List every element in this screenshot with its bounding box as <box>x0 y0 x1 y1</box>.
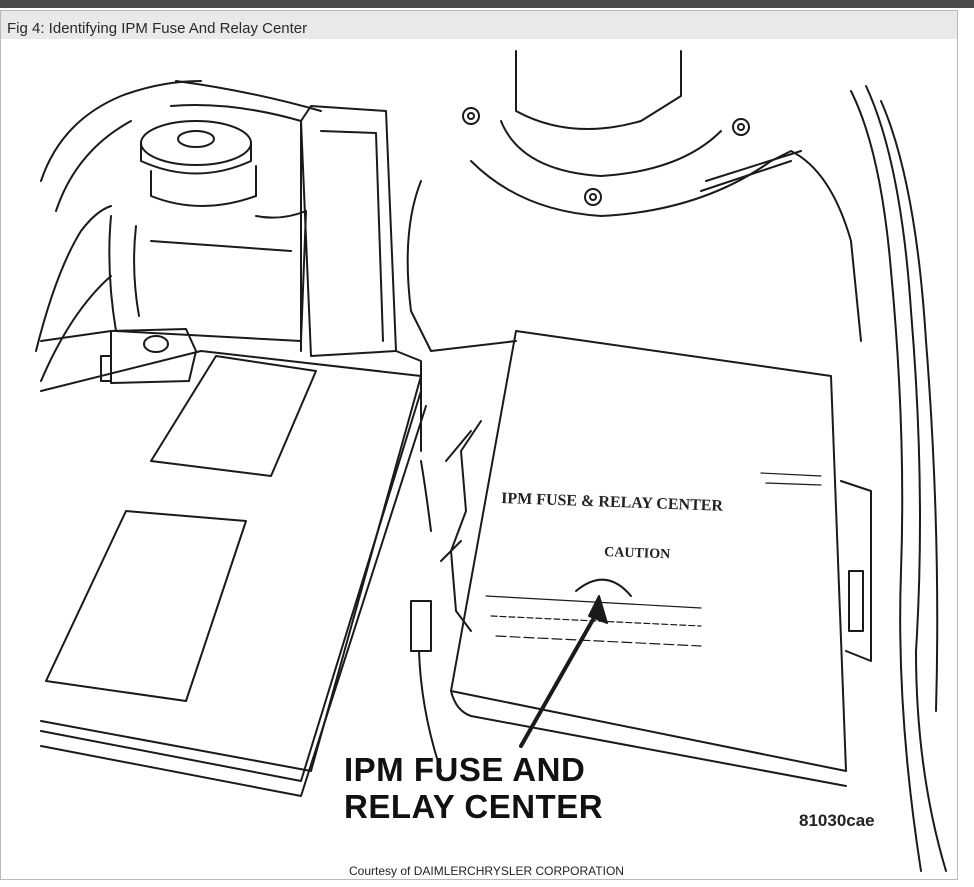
top-window-strip <box>0 0 974 8</box>
box-caution-print: CAUTION <box>604 545 671 562</box>
engine-bay-illustration: IPM FUSE & RELAY CENTER CAUTION <box>35 50 947 872</box>
callout-arrow <box>519 595 608 748</box>
hoses-left <box>35 80 322 382</box>
figure-code: 81030cae <box>799 811 875 830</box>
strut-tower <box>406 50 862 352</box>
callout-label: IPM FUSE AND RELAY CENTER <box>344 751 644 825</box>
lower-wiring <box>410 460 442 772</box>
reservoir-cap <box>140 120 257 207</box>
battery <box>40 350 427 797</box>
battery-clamp <box>40 328 197 384</box>
callout-line-2: RELAY CENTER <box>344 788 604 825</box>
ipm-fuse-box: IPM FUSE & RELAY CENTER CAUTION <box>440 330 847 787</box>
wiring-harness <box>840 85 947 872</box>
caption-bar: Fig 4: Identifying IPM Fuse And Relay Ce… <box>1 11 957 39</box>
credit-line: Courtesy of DAIMLERCHRYSLER CORPORATION <box>349 864 624 878</box>
strut-bolts <box>462 107 750 206</box>
coolant-reservoir <box>108 210 307 342</box>
figure-caption: Fig 4: Identifying IPM Fuse And Relay Ce… <box>7 20 308 37</box>
callout-line-1: IPM FUSE AND <box>344 751 586 788</box>
center-bracket <box>300 105 422 452</box>
figure-frame: Fig 4: Identifying IPM Fuse And Relay Ce… <box>0 10 958 880</box>
box-title-print: IPM FUSE & RELAY CENTER <box>501 490 724 515</box>
